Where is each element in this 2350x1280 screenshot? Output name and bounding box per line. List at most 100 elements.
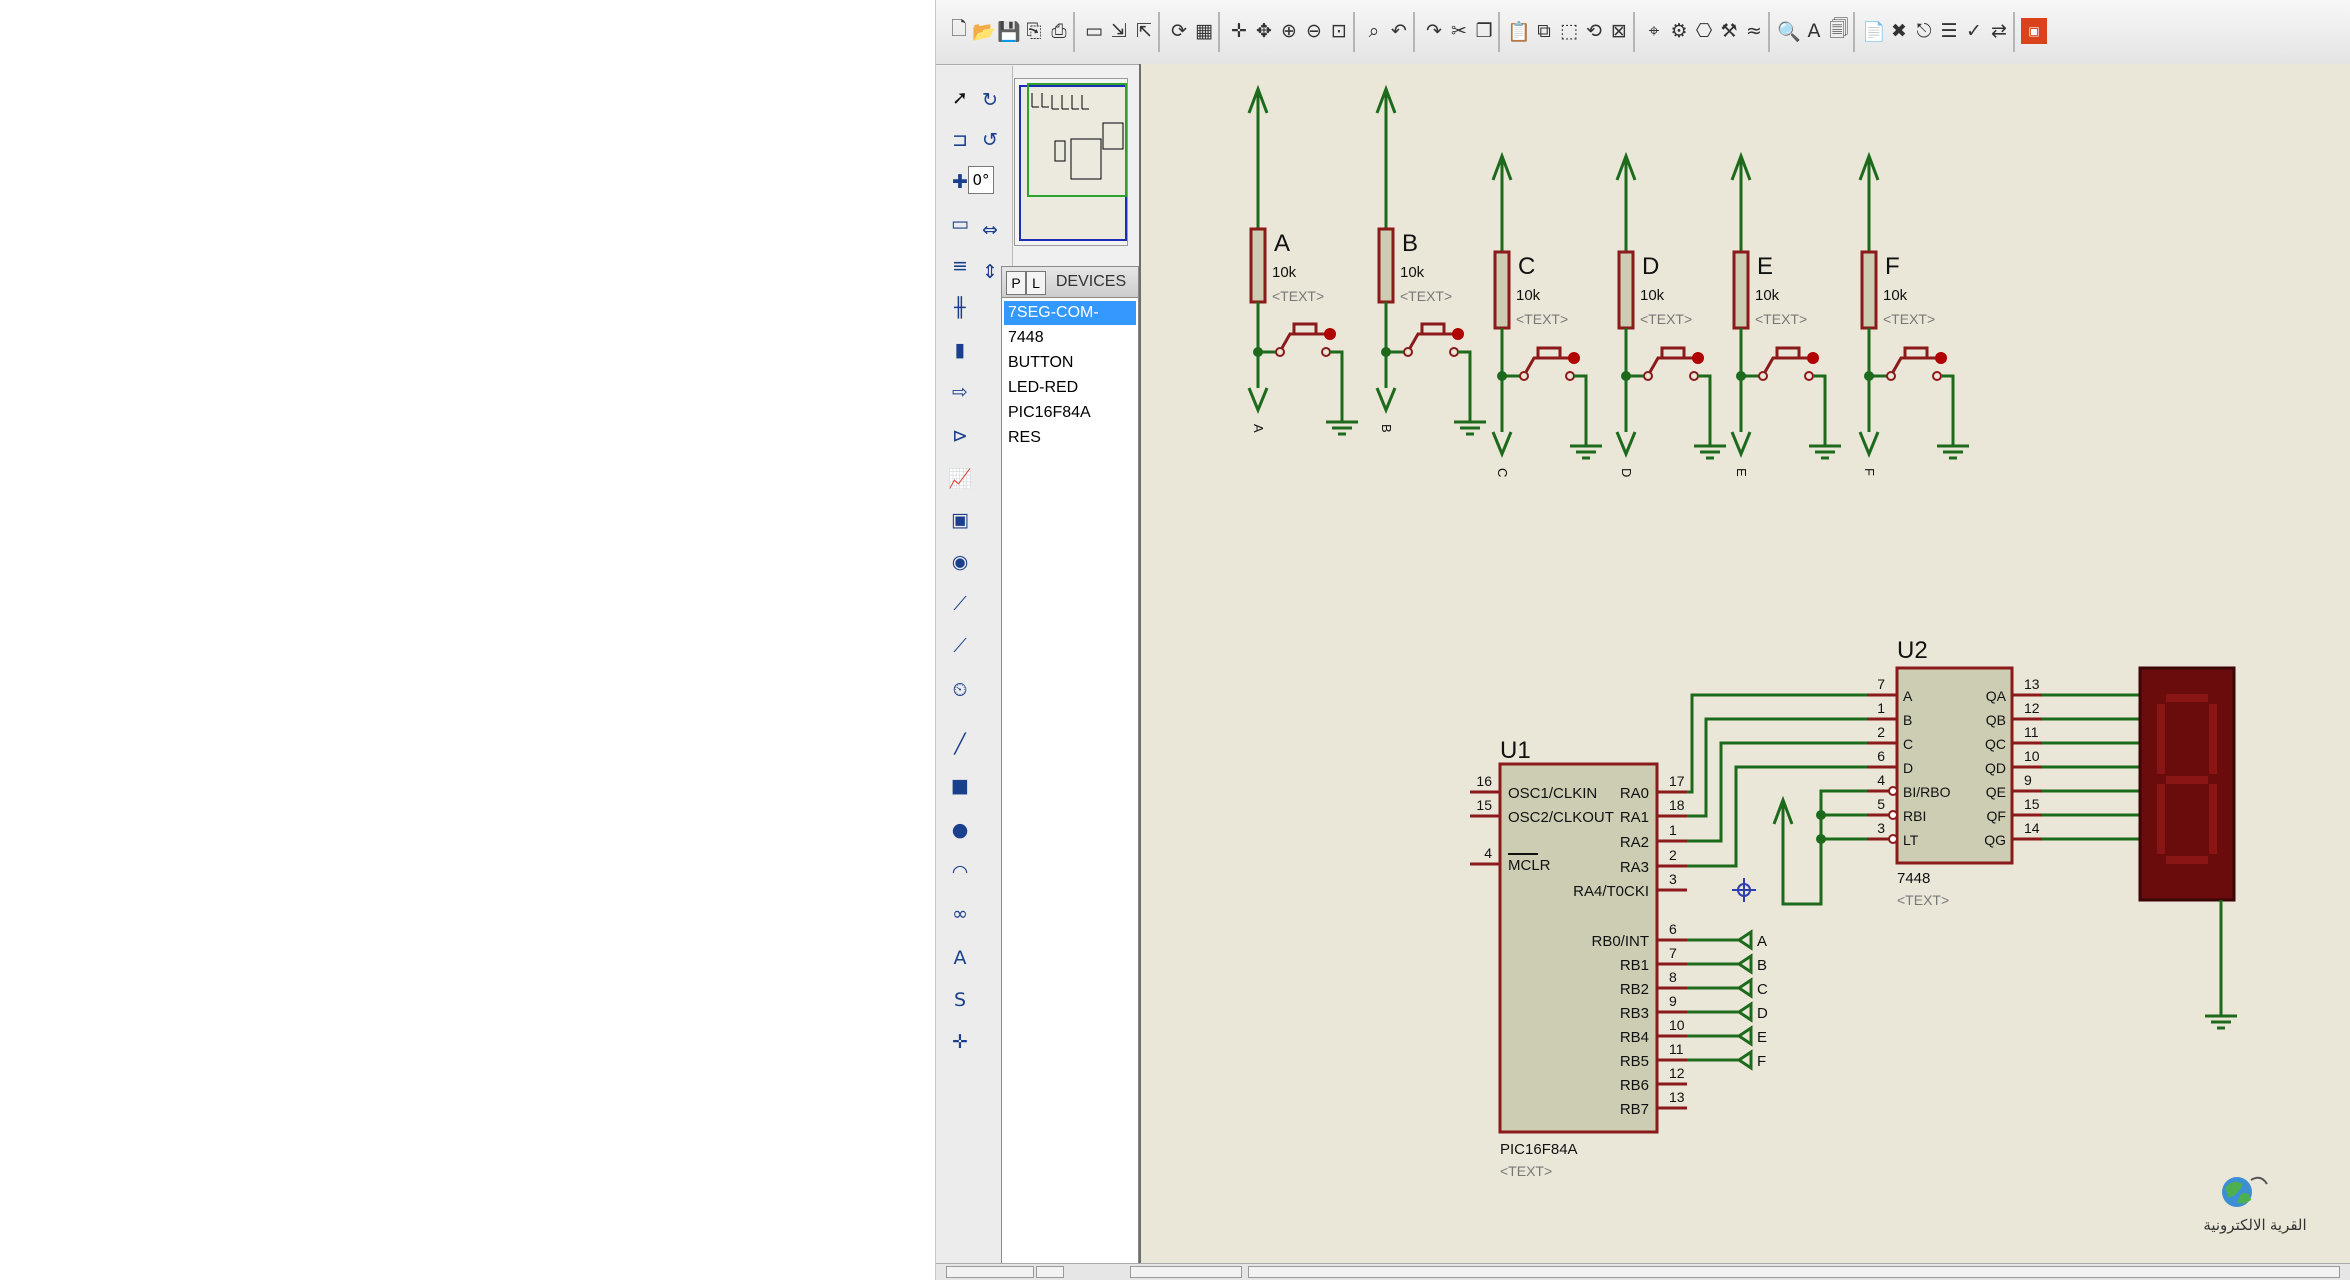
goto-sheet-icon[interactable]: ⎋: [1916, 20, 1932, 42]
mirror-y-icon[interactable]: ⇕: [982, 261, 998, 283]
wire: [1781, 804, 1823, 906]
current-probe-icon[interactable]: ⟋: [953, 635, 967, 657]
tape-recorder-icon[interactable]: ▣: [951, 509, 969, 531]
pick-devices-button[interactable]: P: [1006, 271, 1026, 295]
wire-autorouter-icon[interactable]: ≈: [1746, 20, 1762, 42]
pin-number: 6: [1669, 921, 1677, 937]
library-manager-button[interactable]: L: [1026, 271, 1046, 295]
terminal-icon[interactable]: ⇨: [952, 381, 968, 403]
circle-2d-icon[interactable]: ●: [951, 819, 969, 841]
overview-window[interactable]: [1014, 78, 1128, 246]
symbol-2d-icon[interactable]: S: [953, 989, 967, 1011]
overview-view-box[interactable]: [1027, 83, 1127, 197]
grid-icon[interactable]: ▦: [1195, 20, 1213, 42]
marker-2d-icon[interactable]: ✛: [952, 1031, 968, 1053]
pin-name: C: [1903, 736, 1913, 752]
wire: [1687, 717, 1867, 818]
pin-name: A: [1903, 688, 1913, 704]
pick-device-icon[interactable]: ⌖: [1648, 20, 1660, 42]
print-area-icon[interactable]: ▭: [1085, 20, 1103, 42]
button-actuator: [1935, 352, 1947, 364]
terminal-label: C: [1495, 468, 1510, 477]
path-2d-icon[interactable]: ∞: [952, 903, 968, 925]
import-icon[interactable]: ⇲: [1111, 20, 1127, 42]
block-delete-icon[interactable]: ⊠: [1611, 20, 1627, 42]
pan-icon[interactable]: ✥: [1256, 20, 1272, 42]
text-script-icon[interactable]: ≡: [952, 255, 968, 277]
redo-icon[interactable]: ↷: [1426, 20, 1442, 42]
block-rotate-icon[interactable]: ⟲: [1586, 20, 1602, 42]
make-device-icon[interactable]: ⚙: [1670, 20, 1688, 42]
graph-icon[interactable]: 📈: [948, 467, 972, 490]
export-icon[interactable]: ⇱: [1136, 20, 1152, 42]
cut-icon[interactable]: ✂: [1451, 20, 1467, 42]
copy-icon[interactable]: ❐: [1475, 20, 1493, 42]
toolbar-separator: [1768, 12, 1770, 52]
push-button: [1536, 346, 1562, 360]
pin-name: QE: [1986, 784, 2006, 800]
mirror-x-icon[interactable]: ⇔: [982, 219, 998, 241]
property-assign-icon[interactable]: A: [1807, 20, 1821, 42]
generator-icon[interactable]: ◉: [951, 551, 969, 573]
button-contact: [1565, 371, 1575, 381]
device-list-item[interactable]: RES: [1008, 429, 1041, 446]
device-pin-icon[interactable]: ⊳: [952, 425, 968, 447]
text-2d-icon[interactable]: A: [953, 947, 967, 969]
box-2d-icon[interactable]: ■: [951, 775, 969, 797]
wire: [1574, 374, 1588, 440]
wire-label-icon[interactable]: ▭: [951, 213, 969, 235]
block-copy-icon[interactable]: ⧉: [1537, 20, 1551, 42]
schematic-drawing[interactable]: A10k<TEXT>AB10k<TEXT>BC10k<TEXT>CD10k<TE…: [1141, 64, 2350, 1264]
device-list-item[interactable]: 7448: [1008, 329, 1044, 346]
device-list-item[interactable]: LED-RED: [1008, 379, 1079, 396]
selection-icon[interactable]: ➚: [952, 87, 968, 109]
package-icon[interactable]: ⎔: [1695, 20, 1713, 42]
refresh-icon[interactable]: ⟳: [1171, 20, 1187, 42]
open-icon[interactable]: 📂: [972, 20, 996, 43]
save-icon[interactable]: 💾: [997, 20, 1021, 43]
resistor-value: 10k: [1883, 287, 1908, 304]
device-list-item[interactable]: PIC16F84A: [1008, 404, 1091, 421]
zoom-area-icon[interactable]: ⌕: [1368, 20, 1380, 42]
paste-icon[interactable]: 📋: [1507, 20, 1531, 43]
bom-icon[interactable]: ☰: [1940, 20, 1958, 42]
line-2d-icon[interactable]: ╱: [954, 733, 966, 755]
toolbar-separator: [1853, 12, 1855, 52]
virtual-instrument-icon[interactable]: ⏲: [952, 679, 968, 701]
netlist-icon[interactable]: ⇄: [1991, 20, 2007, 42]
delete-sheet-icon[interactable]: ✖: [1891, 20, 1907, 42]
erc-icon[interactable]: ✓: [1966, 20, 1982, 42]
search-icon[interactable]: 🔍: [1777, 20, 1801, 43]
button-contact: [1449, 347, 1459, 357]
origin-icon[interactable]: ✛: [1231, 20, 1247, 42]
zoom-all-icon[interactable]: ⊡: [1331, 20, 1347, 42]
terminal-label: B: [1379, 424, 1394, 433]
arc-2d-icon[interactable]: ◠: [951, 861, 969, 883]
zoom-out-icon[interactable]: ⊖: [1306, 20, 1322, 42]
terminal-label: F: [1862, 468, 1877, 476]
ares-icon[interactable]: ▣: [2021, 18, 2047, 44]
bus-icon[interactable]: ╫: [954, 297, 966, 319]
voltage-probe-icon[interactable]: ⟋: [953, 593, 967, 615]
device-list-item[interactable]: BUTTON: [1008, 354, 1074, 371]
rotate-ccw-icon[interactable]: ↺: [982, 129, 998, 151]
rotate-cw-icon[interactable]: ↻: [982, 89, 998, 111]
u2-text-placeholder: <TEXT>: [1897, 892, 1949, 908]
new-sheet-icon[interactable]: 📄: [1862, 20, 1886, 43]
save-all-icon[interactable]: ⎘: [1026, 20, 1042, 42]
device-list-item[interactable]: 7SEG-COM-CATHODE: [1004, 301, 1136, 345]
decompose-icon[interactable]: ⚒: [1720, 20, 1738, 42]
subcircuit-icon[interactable]: ▮: [954, 339, 966, 361]
new-file-icon[interactable]: 🗋: [951, 18, 967, 40]
design-explorer-icon[interactable]: 🗐: [1829, 18, 1849, 40]
zoom-in-icon[interactable]: ⊕: [1281, 20, 1297, 42]
pin-name: RA4/T0CKI: [1573, 883, 1649, 900]
component-icon[interactable]: ⊐: [952, 129, 968, 151]
undo-icon[interactable]: ↶: [1391, 20, 1407, 42]
print-icon[interactable]: ⎙: [1051, 20, 1067, 42]
junction-icon[interactable]: ✚: [952, 171, 968, 193]
rotation-field[interactable]: 0°: [968, 166, 994, 194]
block-move-icon[interactable]: ⬚: [1560, 20, 1578, 42]
pin-name: RB4: [1620, 1029, 1649, 1046]
